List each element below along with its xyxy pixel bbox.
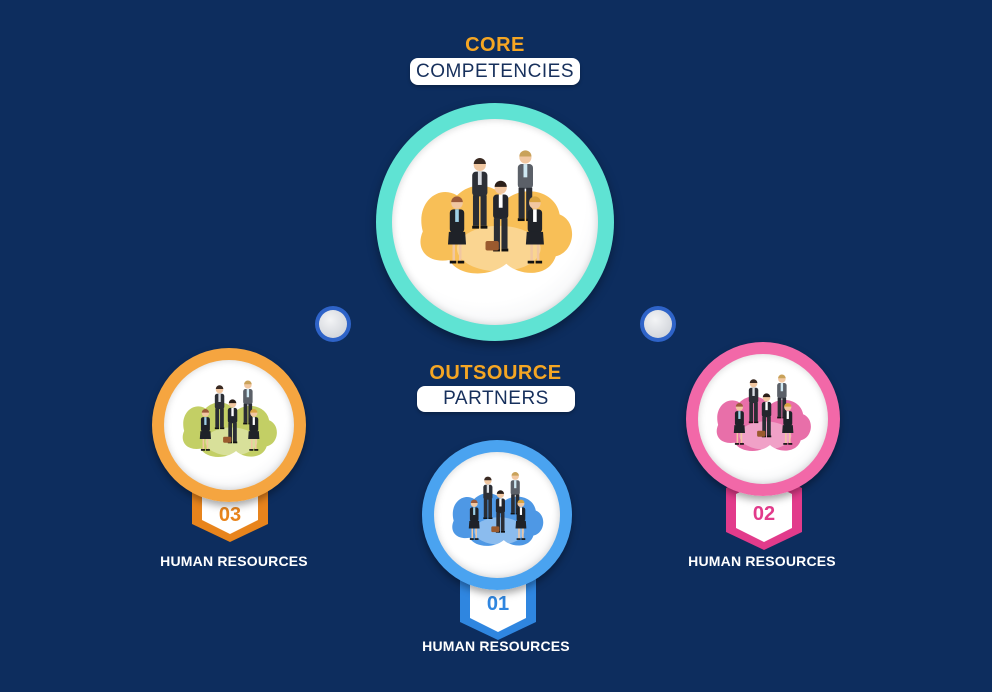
node-03: 03 [150, 348, 310, 578]
node-02-label: HUMAN RESOURCES [688, 553, 836, 569]
business-team-icon [182, 380, 277, 457]
connector-dot-left [315, 306, 351, 342]
node-02: 02 [684, 340, 844, 570]
node-number: 01 [486, 593, 510, 615]
partners-pill: PARTNERS [417, 386, 575, 412]
node-number: 02 [752, 503, 776, 525]
node-number: 03 [218, 504, 242, 526]
node-circle [686, 342, 840, 496]
connector-dot-right [640, 306, 676, 342]
node-01: 01 [418, 438, 578, 640]
competencies-pill: COMPETENCIES [410, 58, 580, 85]
node-circle [422, 440, 572, 590]
core-title: CORE [465, 34, 525, 56]
business-team-icon [452, 472, 544, 546]
business-team-icon [420, 150, 573, 274]
node-01-label: HUMAN RESOURCES [422, 638, 570, 654]
node-03-label: HUMAN RESOURCES [160, 553, 308, 569]
node-circle [152, 348, 306, 502]
business-team-icon [716, 374, 811, 451]
core-competencies-circle [376, 103, 614, 341]
outsource-title: OUTSOURCE [429, 362, 562, 384]
